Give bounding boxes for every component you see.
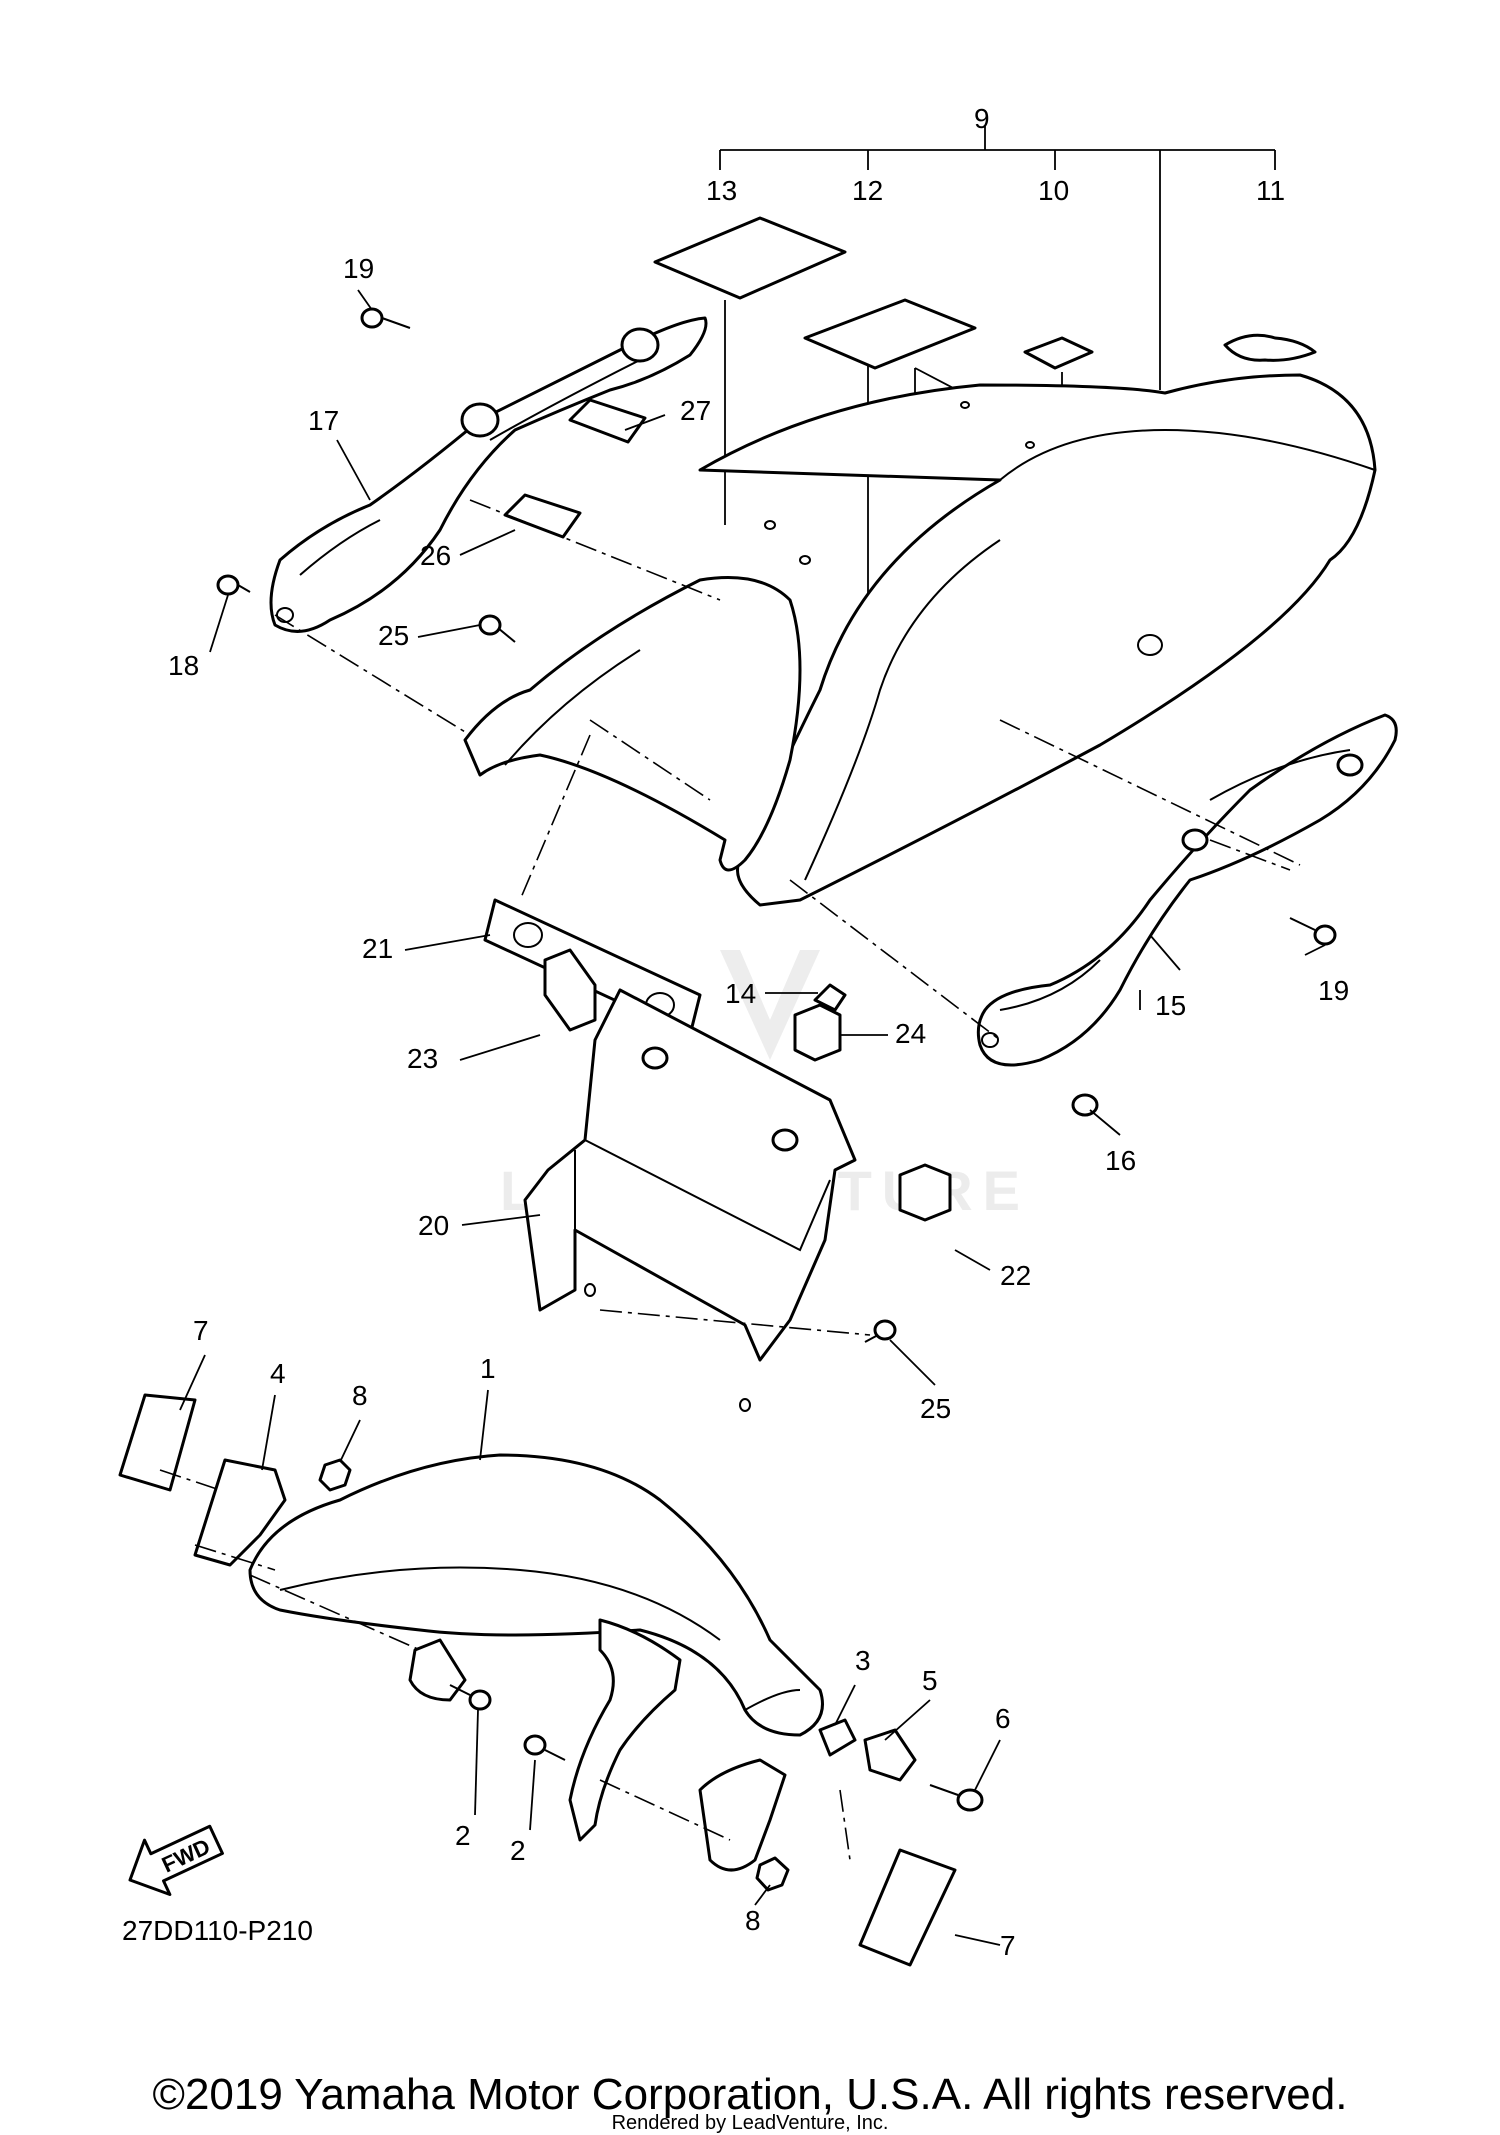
label-8a: 8 [352, 1380, 368, 1411]
label-7b: 7 [1000, 1930, 1016, 1961]
reflector-7a [118, 1393, 197, 1492]
fwd-arrow: FWD [128, 1824, 224, 1897]
label-20: 20 [418, 1210, 449, 1241]
bolt-2b [523, 1734, 566, 1761]
label-21: 21 [362, 933, 393, 964]
inner-fender [463, 576, 802, 872]
label-5: 5 [922, 1665, 938, 1696]
label-18: 18 [168, 650, 199, 681]
label-14: 14 [725, 978, 756, 1009]
label-11: 11 [1256, 175, 1285, 206]
fork-bracket-right [568, 1618, 682, 1842]
bracket-lower [698, 1758, 787, 1872]
damper-22 [898, 1163, 952, 1222]
damper-23 [543, 948, 597, 1032]
label-22: 22 [1000, 1260, 1031, 1291]
label-26: 26 [420, 540, 451, 571]
rendered-by-text: Rendered by LeadVenture, Inc. [611, 2112, 889, 2134]
side-rail-15 [976, 713, 1398, 1067]
part-labels: 9 13 12 10 11 19 17 27 26 25 18 21 14 15… [168, 103, 1349, 1961]
label-27: 27 [680, 395, 711, 426]
label-12: 12 [852, 175, 883, 206]
spacer-3 [818, 1718, 857, 1757]
label-4: 4 [270, 1358, 286, 1389]
label-8b: 8 [745, 1905, 761, 1936]
label-7a: 7 [193, 1315, 209, 1346]
sticker-26 [503, 493, 582, 539]
label-9: 9 [974, 103, 990, 134]
bolt-6 [929, 1784, 984, 1812]
copyright-text: ©2019 Yamaha Motor Corporation, U.S.A. A… [152, 2070, 1348, 2119]
leader-lines [179, 289, 1326, 1946]
label-25b: 25 [920, 1393, 951, 1424]
sticker-27 [568, 398, 647, 444]
bolt-2a [449, 1684, 492, 1711]
bolt-19a [360, 307, 411, 329]
emblem-13 [653, 216, 847, 300]
damper-24 [793, 1003, 842, 1062]
label-25a: 25 [378, 620, 409, 651]
clip-25a [478, 614, 516, 643]
label-24: 24 [895, 1018, 926, 1049]
label-16: 16 [1105, 1145, 1136, 1176]
label-13: 13 [706, 175, 737, 206]
clip-14 [813, 983, 847, 1012]
label-2b: 2 [510, 1835, 526, 1866]
rivet-18 [216, 574, 251, 596]
bracket-20 [523, 988, 857, 1362]
clip-25b [864, 1319, 897, 1343]
reflector-7b [858, 1848, 957, 1967]
side-rail-17 [269, 316, 708, 633]
emblem-10 [1023, 336, 1094, 370]
label-17: 17 [308, 405, 339, 436]
front-fender [248, 1453, 824, 1737]
label-10: 10 [1038, 175, 1069, 206]
nut-8b [755, 1856, 790, 1892]
diagram-code: 27DD110-P210 [122, 1915, 313, 1946]
bracket-5 [863, 1728, 917, 1782]
bolt-19b [1289, 917, 1337, 946]
label-19a: 19 [343, 253, 374, 284]
label-15: 15 [1155, 990, 1186, 1021]
label-23: 23 [407, 1043, 438, 1074]
label-3: 3 [855, 1645, 871, 1676]
label-2a: 2 [455, 1820, 471, 1851]
bracket-4 [193, 1458, 287, 1567]
label-9-bracket [719, 125, 1276, 390]
emblem-11 [1223, 333, 1317, 362]
label-6: 6 [995, 1703, 1011, 1734]
emblem-12 [803, 298, 977, 370]
parts-diagram: LEADVENTURE [118, 103, 1398, 1967]
label-19b: 19 [1318, 975, 1349, 1006]
label-1: 1 [480, 1353, 496, 1384]
nut-8a [318, 1458, 352, 1492]
